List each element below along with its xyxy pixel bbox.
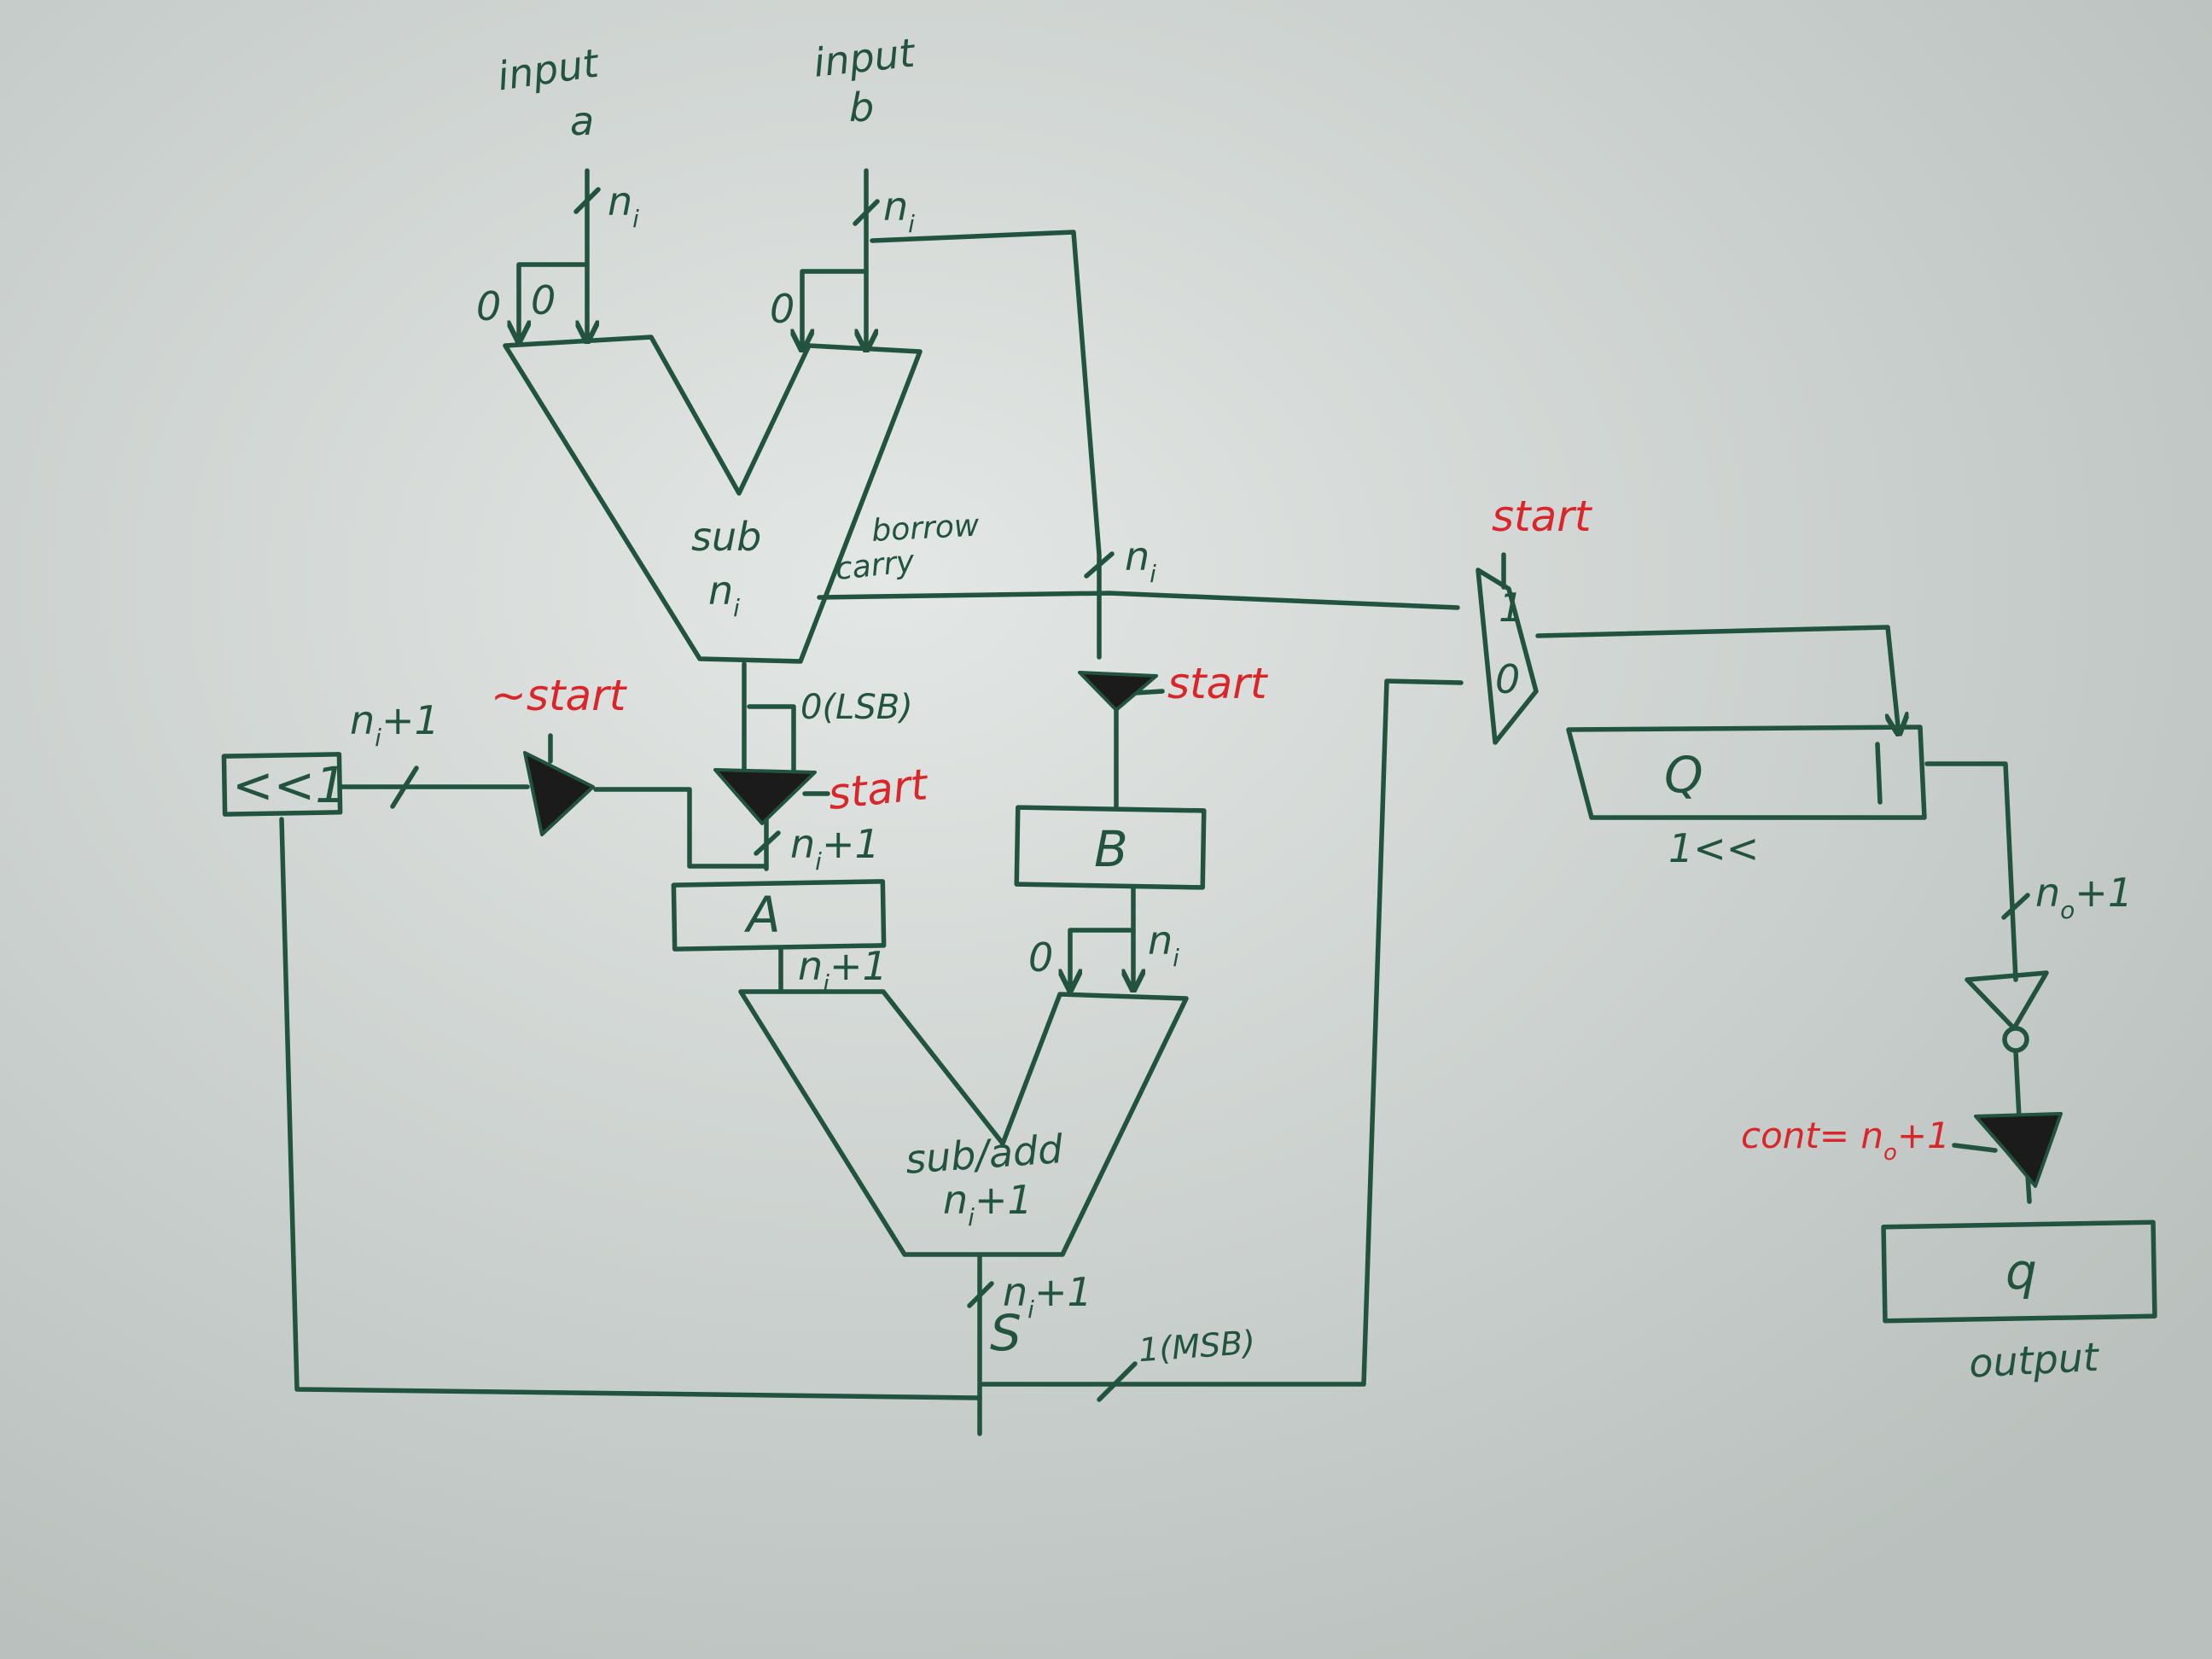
register-q-label: Q — [1664, 746, 1703, 804]
mux-in0-label: 0 — [1495, 656, 1520, 702]
a-start-label: start — [826, 760, 932, 819]
input-a-label-line2: a — [570, 98, 594, 144]
borrow-label: borrow — [870, 508, 980, 549]
sub-zero-inner: 0 — [531, 277, 556, 323]
s-out-label: S — [990, 1304, 1022, 1362]
q-inner-divider — [1877, 744, 1880, 802]
shift-box-label: <<1 — [232, 756, 346, 814]
register-q-output-label: q — [2005, 1243, 2037, 1301]
q-shift-label: 1<< — [1668, 825, 1759, 871]
register-a-label: A — [743, 886, 781, 944]
output-label: output — [1968, 1334, 2101, 1387]
register-b-label: B — [1094, 820, 1128, 878]
not-start-label: ~start — [491, 671, 628, 720]
sub-unit-label: sub — [691, 514, 761, 560]
sub-b-zero-outer: 0 — [770, 286, 795, 332]
lsb-label: 0(LSB) — [800, 688, 913, 727]
addsub-b-in-zero: 0 — [1028, 934, 1053, 981]
b-start-label: start — [1167, 659, 1269, 708]
mux-select-label: start — [1492, 492, 1593, 541]
input-b-label-line2: b — [849, 84, 874, 131]
mux-in1-label: 1 — [1499, 585, 1523, 631]
sub-zero-outer: 0 — [476, 283, 501, 329]
